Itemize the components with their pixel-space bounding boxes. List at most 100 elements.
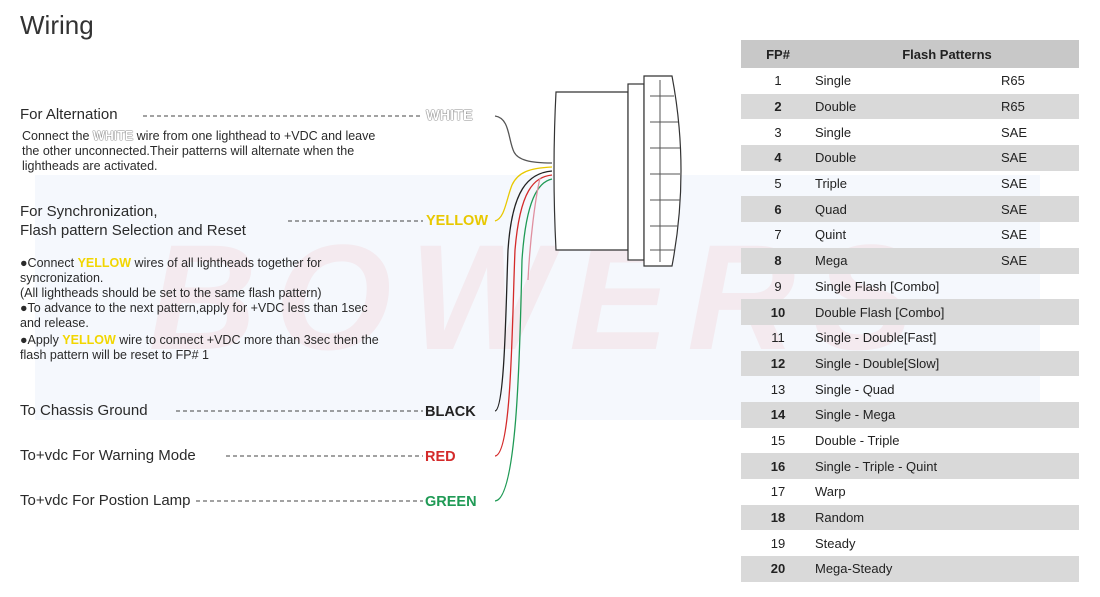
cell-fp-num: 8 [741, 247, 815, 274]
cell-standard [1001, 274, 1079, 300]
wire-pink [527, 177, 541, 281]
table-row: 9 Single Flash [Combo] [741, 274, 1079, 300]
cell-pattern-name: Random [815, 504, 1001, 531]
cell-fp-num: 13 [770, 381, 786, 397]
cell-standard [1001, 350, 1079, 377]
cell-standard: SAE [1001, 247, 1079, 274]
cell-fp-num: 20 [741, 556, 815, 582]
cell-fp-num: 2 [741, 93, 815, 120]
cell-fp-num: 7 [774, 227, 782, 243]
desc-text: Connect the [22, 129, 93, 143]
cell-pattern-name: Single Flash [Combo] [815, 278, 940, 294]
bullet-sync-3: ●Apply YELLOW wire to connect +VDC more … [20, 333, 390, 363]
cell-standard: SAE [1001, 227, 1028, 243]
cell-pattern-name: Double [815, 93, 1001, 120]
wire-label-green: GREEN [425, 494, 477, 510]
table-row: 13 Single - Quad [741, 376, 1079, 402]
cell-standard [1001, 479, 1079, 505]
wire-black [494, 170, 553, 412]
cell-fp-num: 17 [770, 484, 786, 500]
desc-text: wire from one lighthead to +VDC and leav… [22, 129, 376, 173]
cell-fp-num: 1 [774, 73, 782, 89]
cell-standard: SAE [1001, 124, 1028, 140]
wire-yellow [494, 166, 553, 222]
lighthead-body [553, 91, 629, 251]
cell-pattern-name: Triple [815, 176, 848, 192]
cell-pattern-name: Steady [815, 535, 856, 551]
cell-pattern-name: Mega [815, 247, 1001, 274]
cell-standard [1001, 401, 1079, 428]
cell-pattern-name: Quad [815, 196, 1001, 223]
desc-text: wires of all lightheads together for syn… [20, 256, 322, 285]
cell-standard [1001, 556, 1079, 582]
table-row: 7 Quint SAE [741, 222, 1079, 248]
cell-fp-num: 9 [774, 278, 782, 294]
label-alternation: For Alternation [20, 106, 118, 123]
cell-fp-num: 14 [741, 401, 815, 428]
cell-standard [1001, 428, 1079, 454]
cell-pattern-name: Single - Triple - Quint [815, 453, 1001, 479]
cell-pattern-name: Single - Quad [815, 381, 895, 397]
cell-standard: SAE [1001, 196, 1079, 223]
table-row: 15 Double - Triple [741, 428, 1079, 454]
cell-standard: SAE [1001, 176, 1028, 192]
cell-standard: R65 [1001, 73, 1025, 89]
cell-standard [1001, 376, 1079, 402]
cell-pattern-name: Quint [815, 227, 847, 243]
page-title: Wiring [20, 10, 94, 40]
label-warning: To+vdc For Warning Mode [20, 447, 196, 464]
bullet-sync-1: ●Connect YELLOW wires of all lightheads … [20, 256, 390, 286]
desc-sync: ●Connect YELLOW wires of all lightheads … [20, 256, 390, 363]
cell-pattern-name: Single [815, 73, 852, 89]
desc-highlight-yellow: YELLOW [62, 333, 116, 347]
cell-fp-num: 11 [771, 330, 785, 346]
desc-text: ●Apply [20, 333, 63, 347]
lighthead-unit [553, 75, 682, 267]
label-ground: To Chassis Ground [20, 402, 148, 419]
cell-pattern-name: Single - Mega [815, 401, 1001, 428]
cell-pattern-name: Double - Triple [815, 432, 900, 448]
lighthead-lens [643, 75, 682, 267]
cell-standard [1001, 299, 1079, 325]
wire-red [494, 174, 553, 457]
cell-standard [1001, 325, 1079, 351]
cell-pattern-name: Double Flash [Combo] [815, 299, 1001, 325]
cell-pattern-name: Warp [815, 484, 846, 500]
label-position: To+vdc For Postion Lamp [20, 492, 191, 509]
cell-fp-num: 4 [741, 145, 815, 171]
cell-fp-num: 5 [774, 176, 782, 192]
label-sync-line1: For Synchronization, [20, 203, 158, 220]
cell-pattern-name: Double [815, 145, 1001, 171]
wire-label-white: WHITE [426, 108, 473, 124]
header-fp-num: FP# [741, 40, 815, 68]
desc-highlight-white: WHITE [92, 129, 134, 143]
cell-standard [1001, 530, 1079, 556]
wire-green [494, 178, 553, 502]
header-flash-patterns: Flash Patterns [815, 40, 1079, 68]
cell-standard: SAE [1001, 145, 1079, 171]
bullet-sync-note: (All lightheads should be set to the sam… [20, 286, 322, 300]
cell-pattern-name: Mega-Steady [815, 556, 1001, 582]
cell-fp-num: 15 [770, 432, 786, 448]
lighthead-flange [627, 83, 645, 261]
table-header-row: FP# Flash Patterns [741, 40, 1079, 68]
desc-highlight-yellow: YELLOW [77, 256, 132, 270]
cell-fp-num: 18 [741, 504, 815, 531]
cell-fp-num: 10 [741, 299, 815, 325]
cell-fp-num: 6 [741, 196, 815, 223]
cell-fp-num: 16 [741, 453, 815, 479]
cell-standard: R65 [1001, 93, 1079, 120]
desc-text: wire to connect +VDC more than 3sec then… [20, 333, 379, 362]
wire-white [494, 115, 553, 164]
desc-alternation: Connect the WHITE wire from one lighthea… [22, 129, 382, 174]
